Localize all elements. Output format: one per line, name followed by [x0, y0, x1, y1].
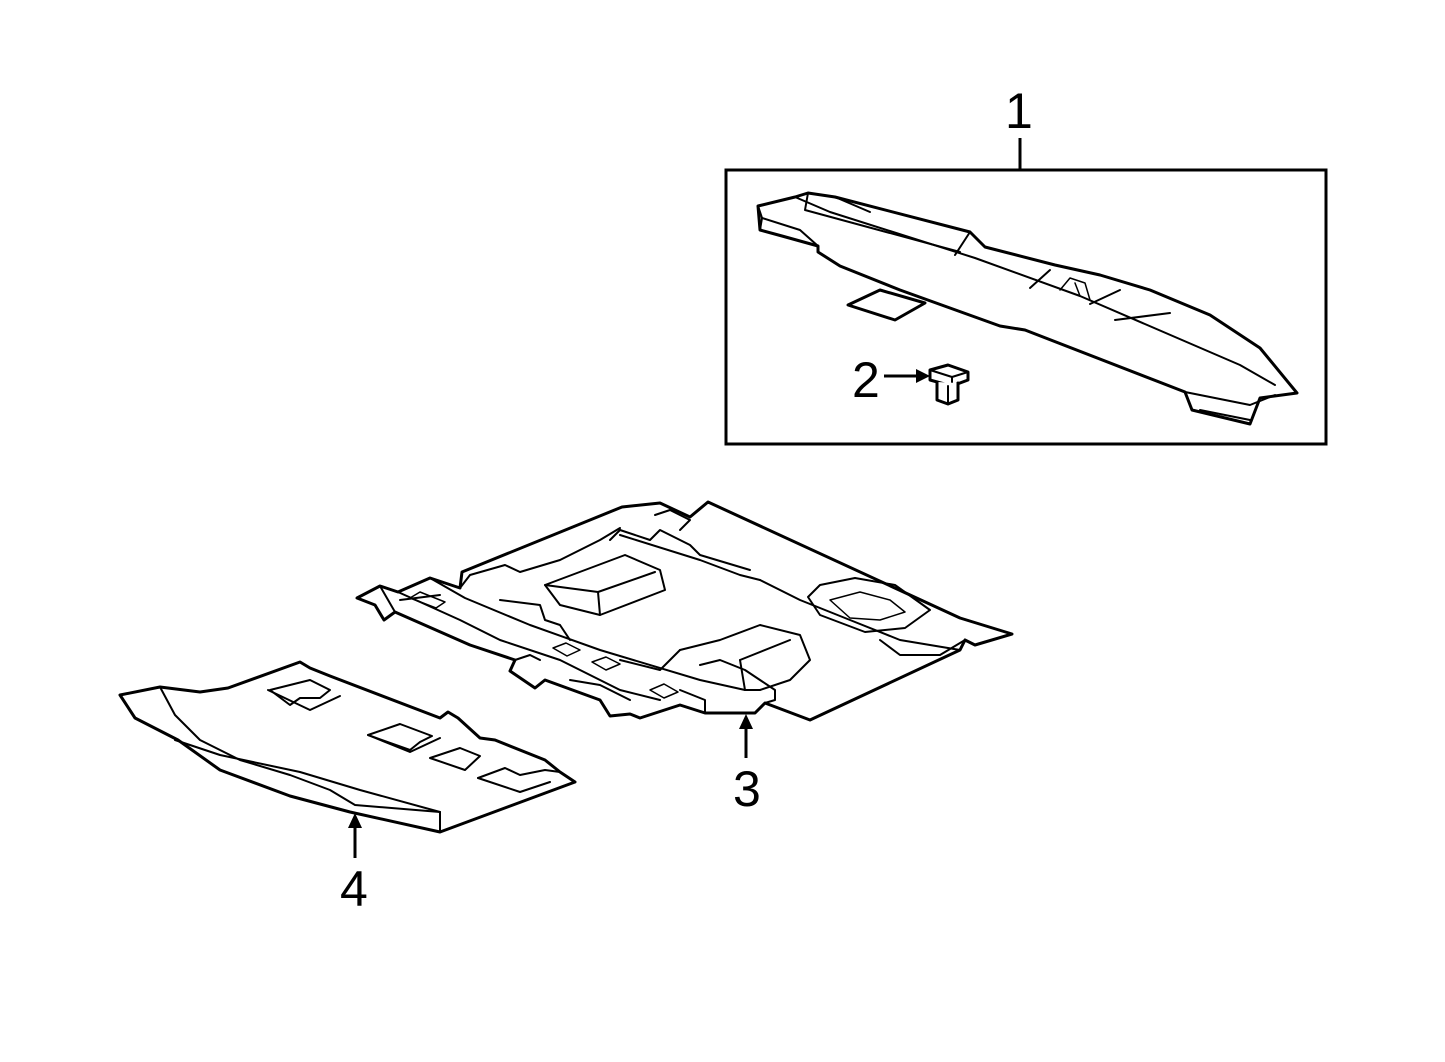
callout-1-group: 1 2: [724, 83, 1328, 446]
inset-box: [724, 168, 1328, 446]
callout-3-label[interactable]: 3: [733, 761, 761, 817]
callout-1-label[interactable]: 1: [1005, 83, 1033, 139]
part-3-floor-insulator[interactable]: [355, 500, 1014, 722]
part-2-clip[interactable]: [928, 363, 970, 406]
pad: [846, 288, 927, 322]
callout-3-arrowhead: [739, 714, 753, 729]
callout-2-label[interactable]: 2: [852, 352, 880, 408]
part-1-panel[interactable]: [756, 191, 1299, 426]
callout-4-label[interactable]: 4: [340, 861, 368, 917]
part-4-rear-insulator[interactable]: [118, 660, 577, 834]
callout-4-arrowhead: [348, 813, 362, 828]
callout-2-arrowhead: [916, 369, 930, 383]
